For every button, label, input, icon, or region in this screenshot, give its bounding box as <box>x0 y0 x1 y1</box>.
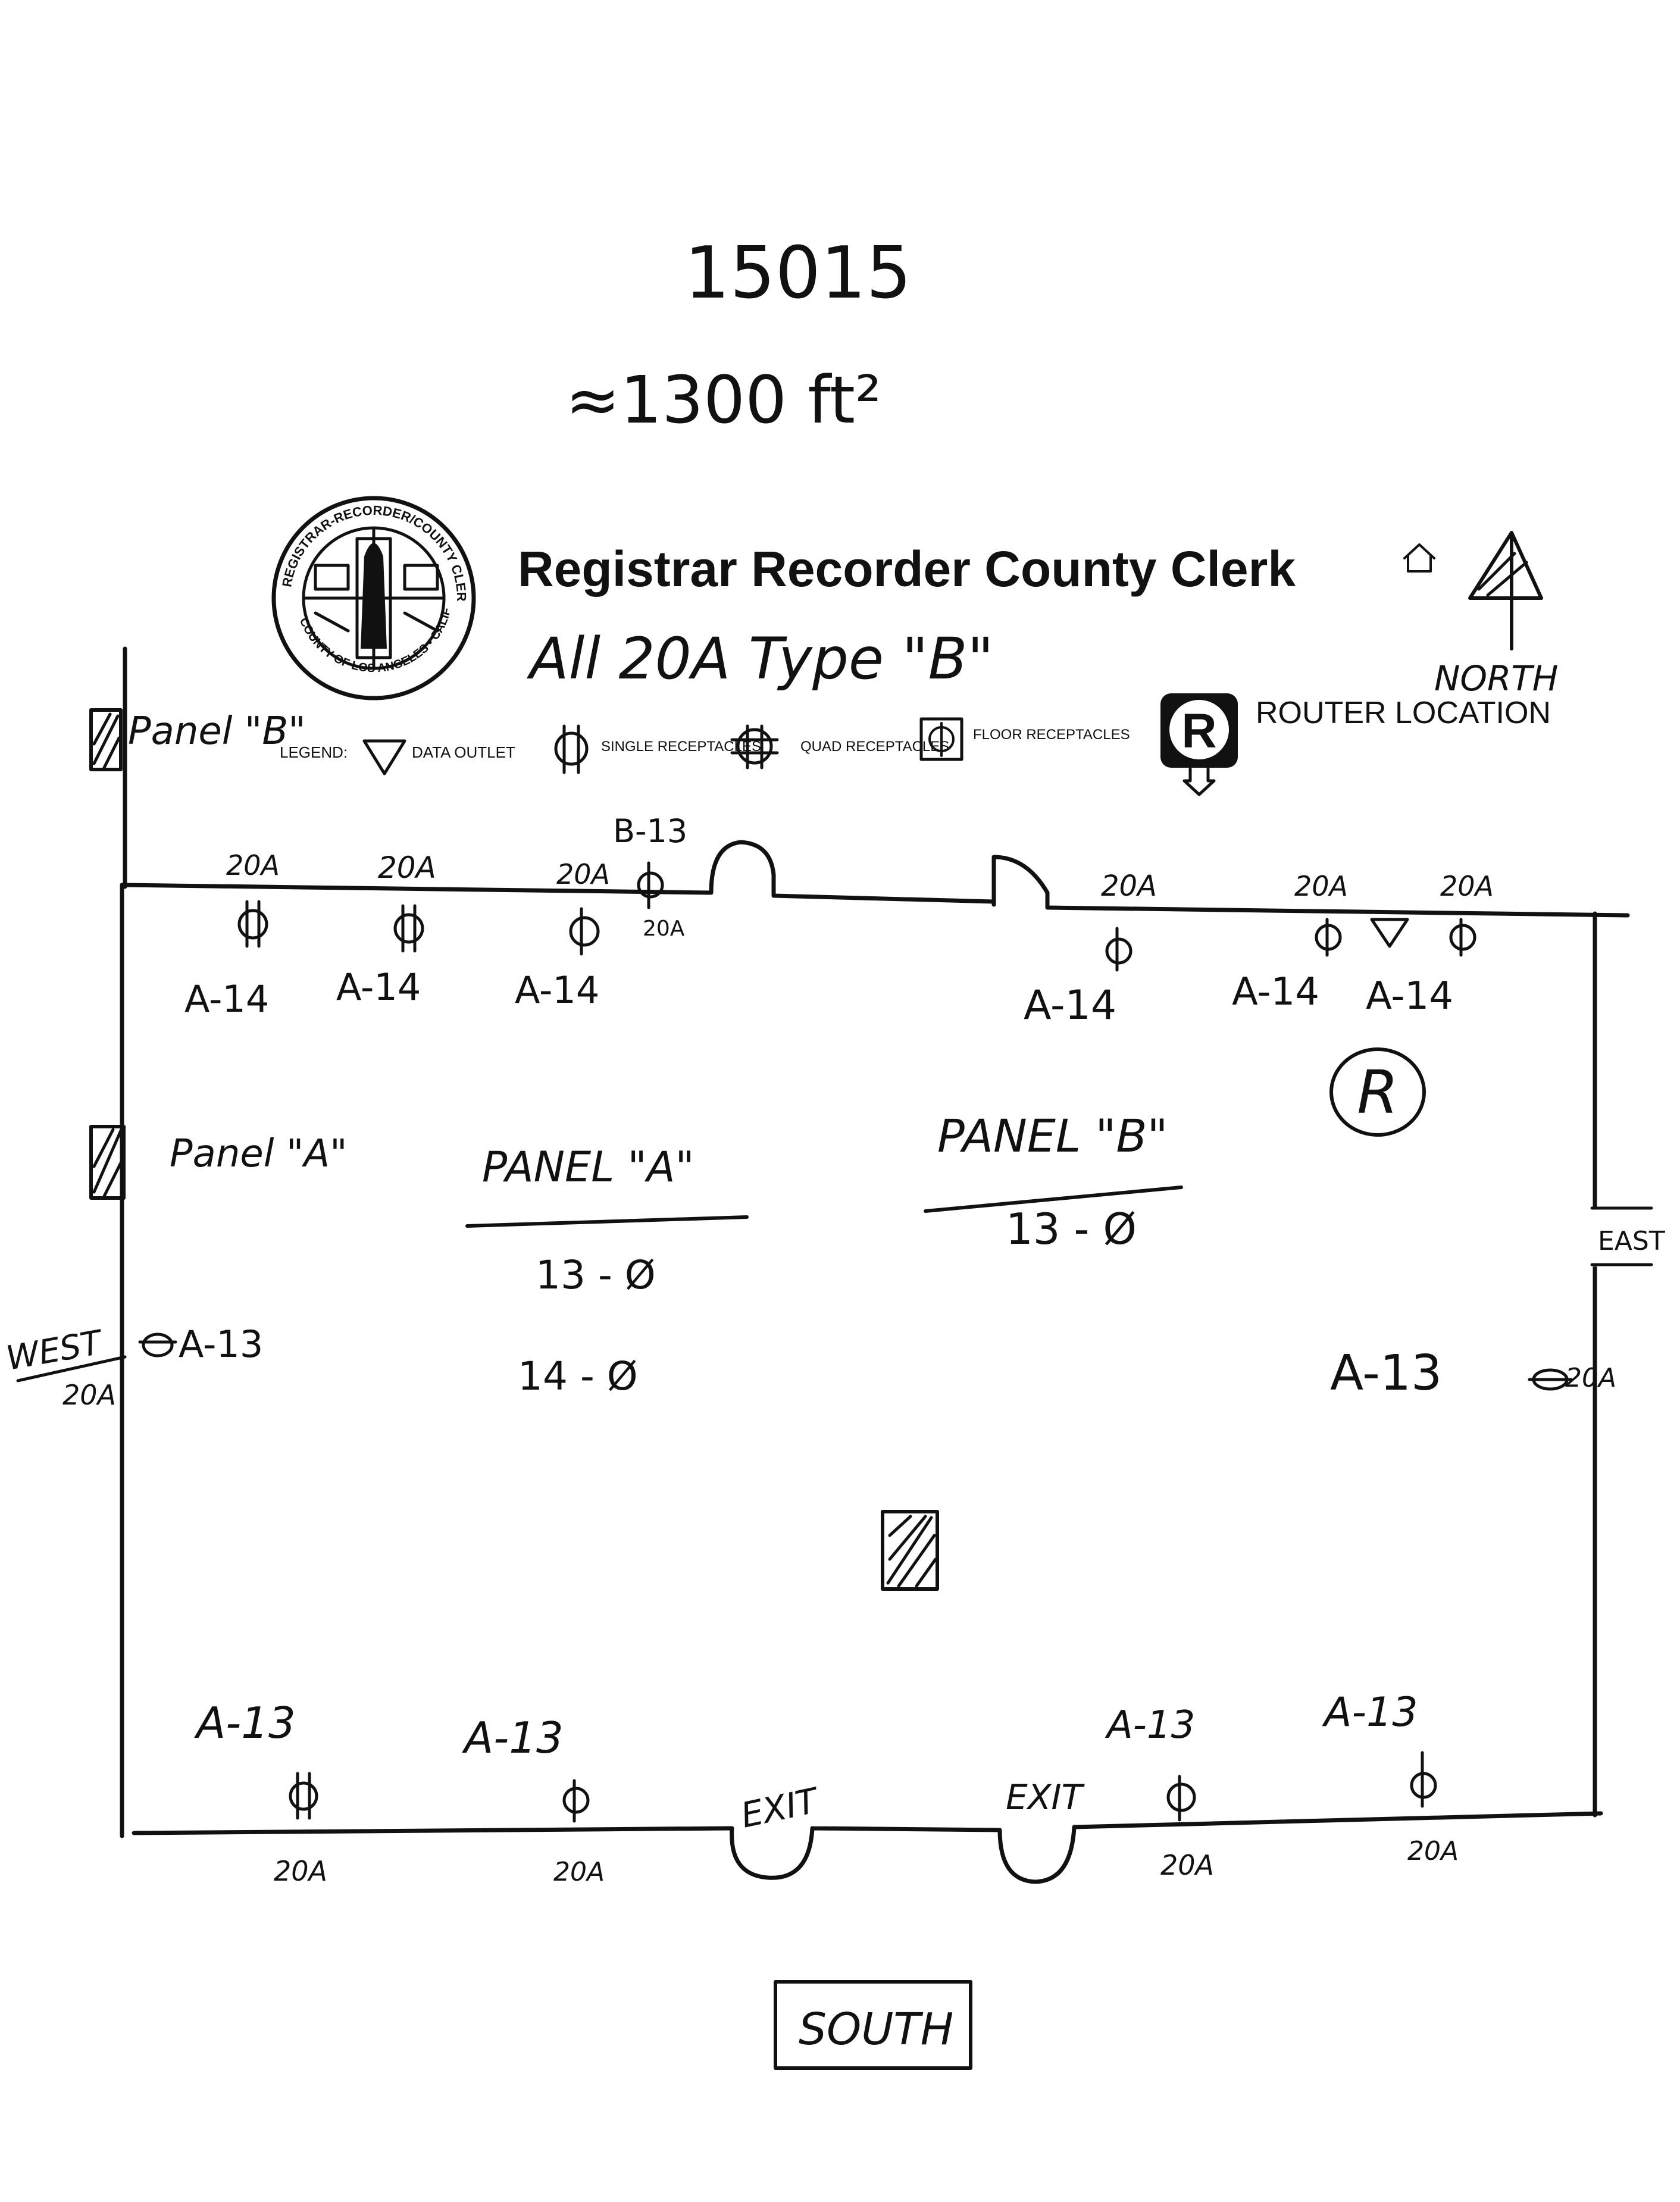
circuit-label: A-14 <box>1366 974 1453 1018</box>
receptacle <box>562 1779 590 1823</box>
exit-label: EXIT <box>1006 1777 1085 1818</box>
amp-label: 20A <box>274 1855 327 1887</box>
router-r-icon: R <box>1160 693 1238 796</box>
amp-label: 20A <box>1407 1836 1459 1866</box>
receptacle <box>1105 927 1132 972</box>
east-amp-label: 20A <box>1565 1363 1616 1393</box>
schedule-line: 14 - Ø <box>518 1353 638 1399</box>
legend-label-floor: FLOOR RECEPTACLES <box>973 727 1130 743</box>
receptacle <box>637 861 664 909</box>
north-wall-receptacles <box>237 861 1476 972</box>
room-walls <box>120 840 1630 1884</box>
south-label-box: SOUTH <box>774 1980 972 2070</box>
panel-a-label: Panel "A" <box>170 1132 348 1176</box>
west-label: WEST <box>4 1323 107 1378</box>
south-wall-receptacles <box>289 1751 1437 1823</box>
floor-receptacle-icon <box>919 717 963 761</box>
panel-a-box <box>89 1125 126 1200</box>
legend-label-router: ROUTER LOCATION <box>1256 696 1551 730</box>
circuit-label: A-13 <box>1322 1689 1418 1736</box>
circuit-label: A-14 <box>1232 970 1319 1014</box>
quad-receptacle-icon <box>730 724 779 770</box>
type-note: All 20A Type "B" <box>526 625 994 692</box>
receptacle <box>1315 918 1342 957</box>
south-label: SOUTH <box>799 2004 953 2055</box>
floor-receptacle-box <box>881 1510 939 1591</box>
amp-label: 20A <box>226 849 280 881</box>
east-circuit-label: A-13 <box>1330 1345 1442 1402</box>
legend-title: LEGEND: <box>280 743 348 761</box>
circuit-label: A-13 <box>462 1713 564 1763</box>
receptacle <box>1410 1751 1437 1808</box>
b13-amp-label: 20A <box>643 917 685 941</box>
schedule-line: 13 - Ø <box>1006 1204 1137 1254</box>
receptacle <box>289 1772 318 1820</box>
panel-b-schedule: PANEL "B" 13 - Ø <box>924 1109 1183 1254</box>
west-circuit-label: A-13 <box>179 1322 263 1366</box>
circuit-label: A-13 <box>1105 1703 1195 1747</box>
panel-b-box <box>89 708 123 771</box>
circuit-label: A-14 <box>184 977 269 1021</box>
amp-label: 20A <box>1160 1849 1214 1881</box>
amp-label: 20A <box>556 858 610 890</box>
amp-label: 20A <box>1294 870 1348 902</box>
receptacle <box>1449 918 1476 957</box>
svg-text:REGISTRAR-RECORDER/COUNTY CLER: REGISTRAR-RECORDER/COUNTY CLERK <box>0 0 469 602</box>
north-arrow-icon <box>1468 531 1543 650</box>
home-icon <box>1403 543 1435 573</box>
legend-label-quad: QUAD RECEPTACLES <box>800 739 949 755</box>
panel-a-schedule: PANEL "A" 13 - Ø 14 - Ø <box>465 1143 749 1399</box>
svg-text:R: R <box>1181 704 1216 758</box>
schedule-line: 13 - Ø <box>536 1252 656 1298</box>
amp-label: 20A <box>553 1857 605 1887</box>
circuit-label: A-14 <box>515 968 599 1012</box>
receptacle <box>1166 1775 1196 1822</box>
legend-label-data-outlet: DATA OUTLET <box>412 743 515 761</box>
job-number: 15015 <box>684 232 912 315</box>
router-location-marker: R <box>1329 1047 1426 1137</box>
svg-text:COUNTY OF LOS ANGELES • CALIFO: COUNTY OF LOS ANGELES • CALIFORNIA <box>0 0 453 675</box>
receptacle <box>237 900 268 948</box>
receptacle <box>569 907 600 956</box>
org-title: Registrar Recorder County Clerk <box>518 541 1296 597</box>
b13-label: B-13 <box>613 812 687 850</box>
circuit-label: A-14 <box>336 965 421 1009</box>
legend: LEGEND: DATA OUTLET SINGLE RECEPTACLES Q… <box>280 693 1551 796</box>
east-label: EAST <box>1598 1226 1665 1256</box>
schedule-title: PANEL "B" <box>937 1109 1168 1162</box>
receptacle <box>1528 1368 1573 1391</box>
data-outlet-triangle-icon <box>362 739 406 775</box>
svg-text:R: R <box>1357 1058 1398 1127</box>
schedule-title: PANEL "A" <box>482 1143 694 1191</box>
single-receptacle-icon <box>554 724 589 774</box>
amp-label: 20A <box>1440 870 1494 902</box>
data-outlet-triangle-icon <box>1370 918 1409 948</box>
receptacle <box>138 1333 177 1358</box>
receptacle <box>393 904 424 953</box>
north-label: NORTH <box>1434 658 1558 699</box>
west-amp-label: 20A <box>62 1379 116 1411</box>
county-seal-logo: REGISTRAR-RECORDER/COUNTY CLERK COUNTY O… <box>0 0 476 700</box>
circuit-label: A-14 <box>1024 982 1116 1029</box>
amp-label: 20A <box>1101 869 1157 903</box>
circuit-label: A-13 <box>194 1698 296 1748</box>
amp-label: 20A <box>378 850 436 885</box>
panel-b-label: Panel "B" <box>128 709 306 753</box>
area-note: ≈1300 ft² <box>565 362 881 438</box>
